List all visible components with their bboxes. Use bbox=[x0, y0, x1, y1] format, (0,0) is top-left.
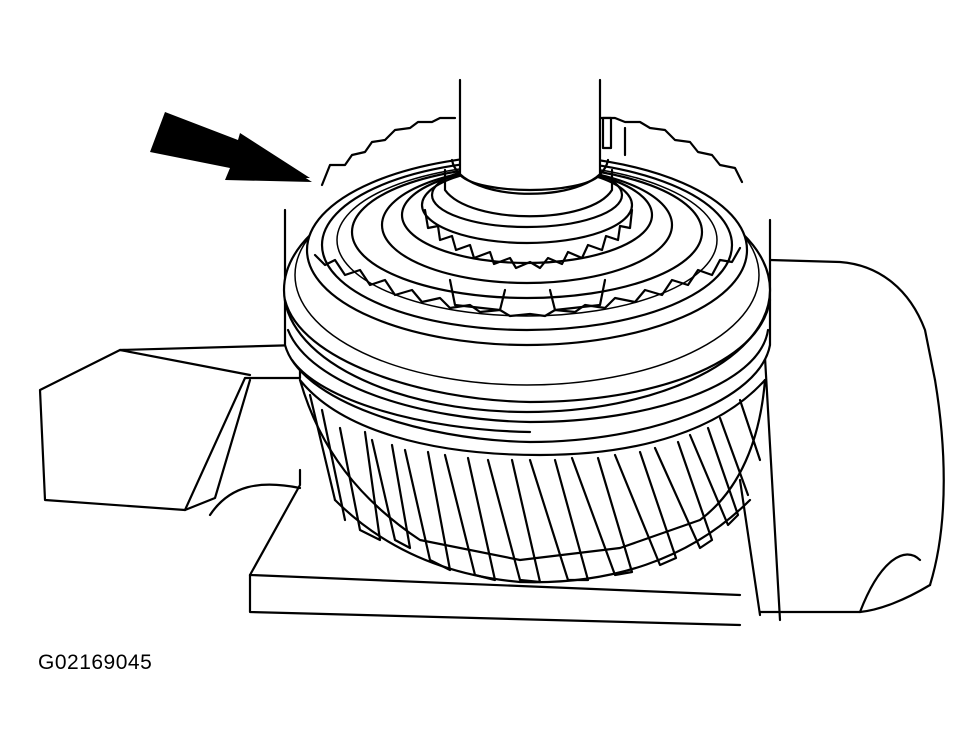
figure-code: G02169045 bbox=[38, 651, 153, 674]
pointer-arrow-icon bbox=[150, 112, 312, 182]
shaft bbox=[443, 78, 614, 218]
